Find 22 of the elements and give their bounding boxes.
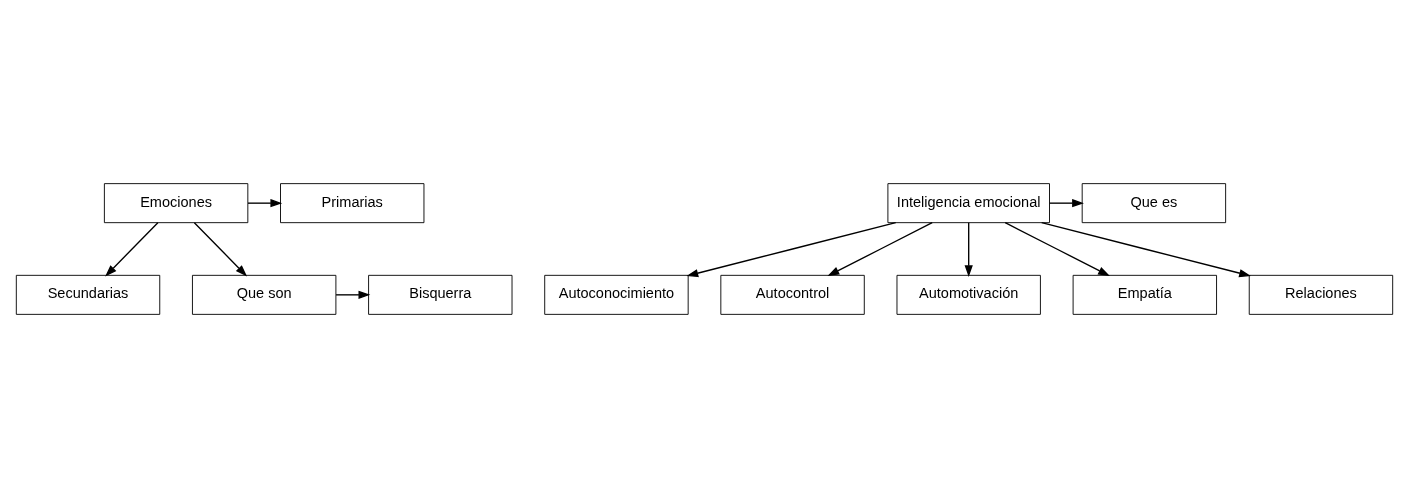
arrow — [335, 290, 371, 299]
arrow — [827, 221, 933, 276]
arrow — [193, 221, 248, 276]
node-box: Automotivación — [896, 274, 1041, 315]
node-box: Inteligencia emocional — [887, 182, 1050, 223]
node-box: Emociones — [103, 182, 249, 223]
arrow — [1049, 198, 1084, 207]
node-box: Primarias — [280, 182, 425, 223]
node-box: Autoconocimiento — [544, 274, 689, 315]
arrow — [686, 221, 897, 277]
arrow — [247, 198, 283, 207]
node-box: Autocontrol — [720, 274, 865, 315]
arrow — [964, 221, 973, 277]
node-box: Bisquerra — [368, 274, 513, 315]
arrow — [1041, 221, 1251, 277]
arrow — [1004, 221, 1110, 276]
node-box: Secundarias — [15, 274, 161, 315]
arrow — [105, 221, 159, 276]
node-box: Relaciones — [1248, 274, 1394, 315]
node-box: Que es — [1081, 182, 1227, 223]
node-box: Empatía — [1072, 274, 1217, 315]
node-box: Que son — [192, 274, 337, 315]
